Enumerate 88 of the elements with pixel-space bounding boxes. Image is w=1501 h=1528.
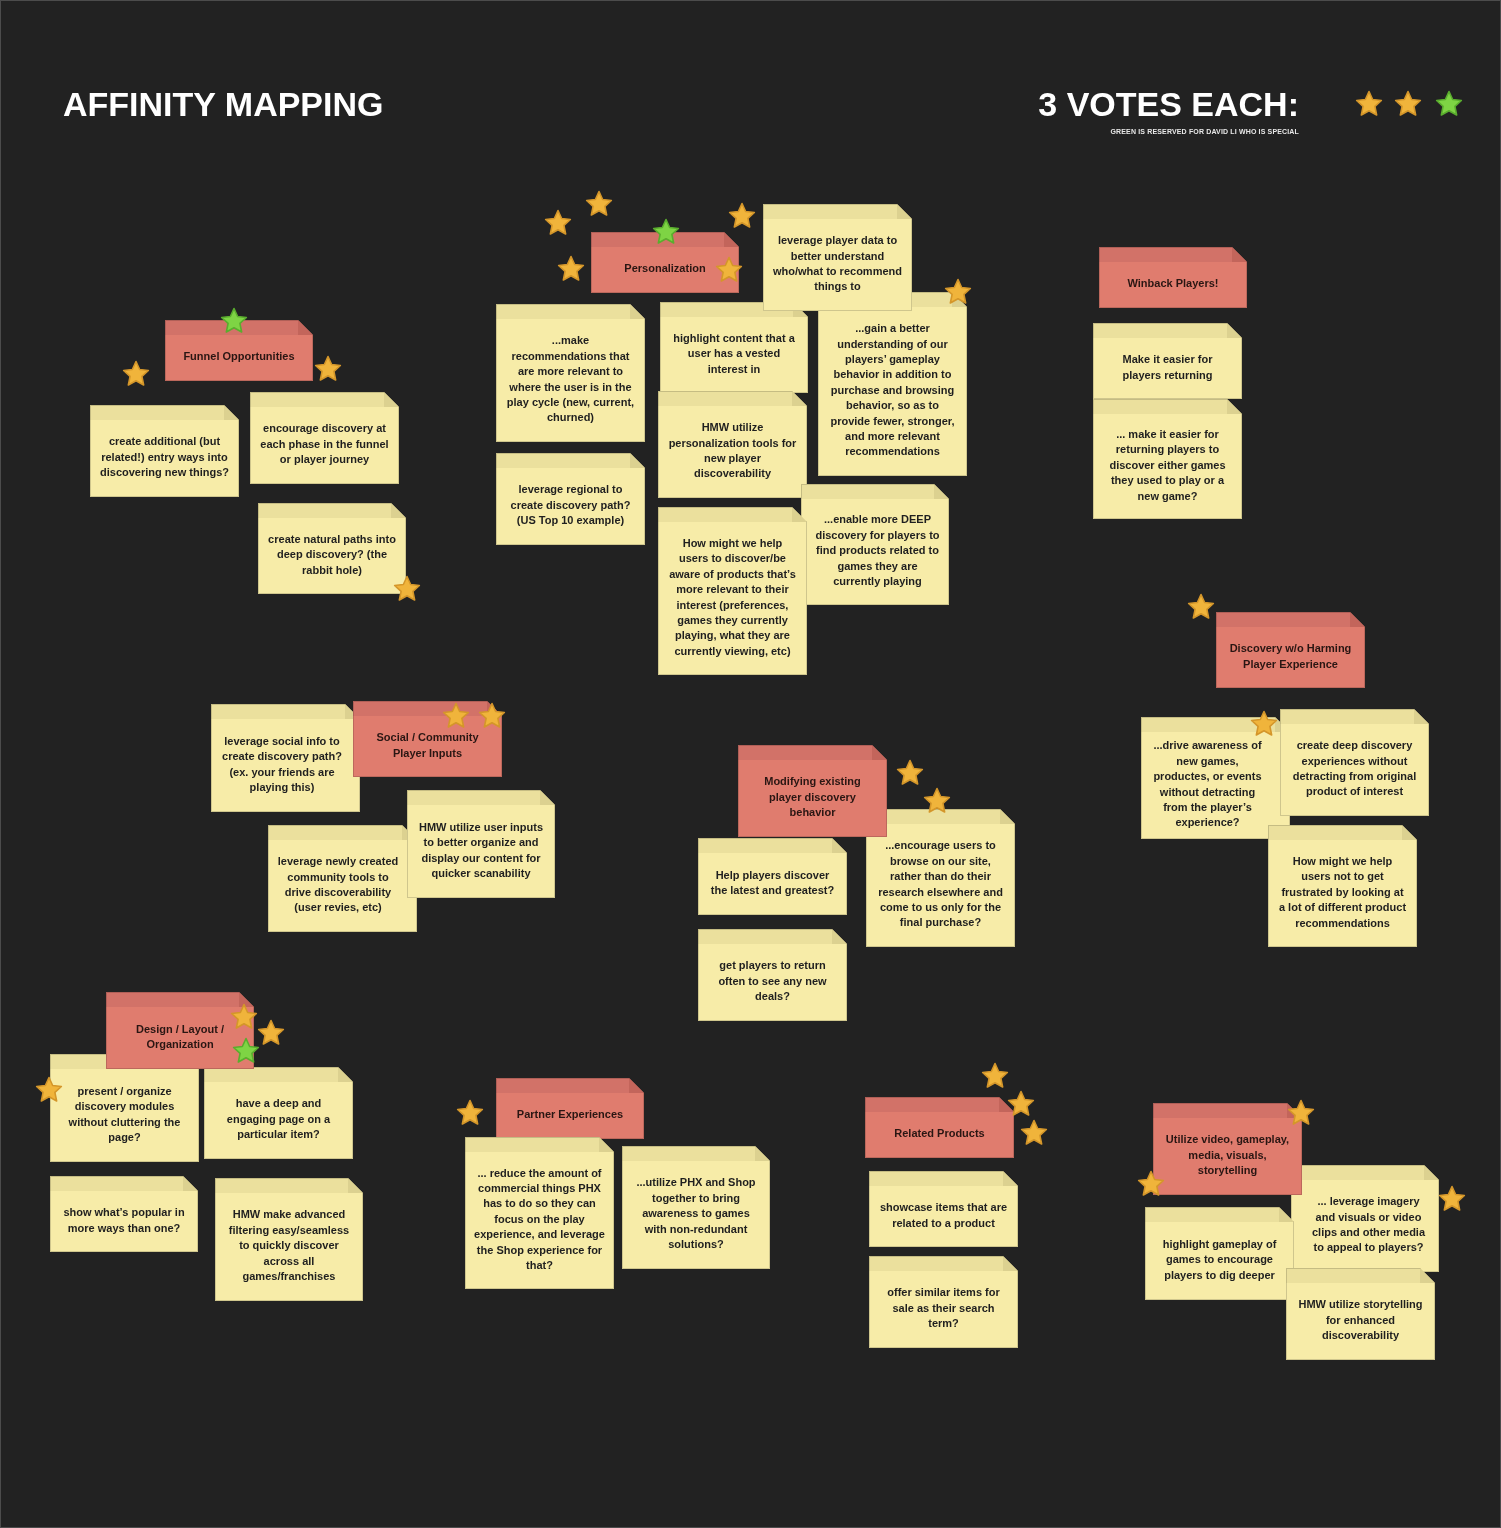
sticky-note	[698, 929, 847, 1021]
category-note	[1099, 247, 1247, 308]
note-text: get players to return often to see any new deals?	[717, 958, 828, 1005]
category-note	[353, 701, 502, 777]
note-text: create additional (but related!) entry ways into discovering new things?	[99, 434, 230, 481]
sticky-note	[258, 503, 406, 594]
note-text: Funnel Opportunities	[183, 349, 295, 365]
sticky-note	[1141, 717, 1290, 839]
note-text: HMW make advanced filtering easy/seamless to quickly discover across all games/franchises	[227, 1207, 351, 1285]
note-text: ... leverage imagery and visuals or video clips and other media to appeal to players?	[1310, 1194, 1427, 1256]
note-text: HMW utilize personalization tools for new player discoverability	[667, 420, 798, 482]
note-text: Design / Layout / Organization	[135, 1021, 225, 1052]
category-note	[865, 1097, 1014, 1158]
note-text: ...make recommendations that are more relevant to where the user is in the play cycle (new, current, churned)	[505, 333, 636, 426]
note-text: leverage newly created community tools to drive discoverability (user revies, etc)	[277, 854, 399, 916]
note-text: Social / Community Player Inputs	[375, 730, 480, 761]
sticky-note	[1280, 709, 1429, 816]
note-text: Winback Players!	[1127, 276, 1219, 292]
note-text: Utilize video, gameplay, media, visuals, storytelling	[1164, 1132, 1291, 1179]
sticky-note	[869, 1171, 1018, 1247]
sticky-note	[698, 838, 847, 915]
sticky-note	[818, 292, 967, 476]
note-text: offer similar items for sale as their search term?	[886, 1285, 1001, 1332]
note-text: Discovery w/o Harming Player Experience	[1228, 641, 1353, 672]
category-note	[738, 745, 887, 837]
category-note	[106, 992, 254, 1069]
note-text: present / organize discovery modules without cluttering the page?	[67, 1083, 182, 1145]
note-text: create natural paths into deep discovery? (the rabbit hole)	[267, 531, 397, 578]
sticky-note	[250, 392, 399, 484]
note-text: create deep discovery experiences without detracting from original product of interest	[1291, 738, 1418, 800]
sticky-note	[90, 405, 239, 497]
sticky-note	[658, 391, 807, 498]
sticky-note	[658, 507, 807, 675]
note-text: How might we help users to discover/be aware of products that’s more relevant to their interest (preferences, games they currently playing, what they are currently viewing, etc)	[668, 535, 797, 659]
note-text: ...drive awareness of new games, productes, or events without detracting from the player’s experience?	[1152, 738, 1263, 831]
sticky-note	[660, 302, 808, 393]
note-text: Make it easier for players returning	[1121, 352, 1214, 383]
note-text: ...gain a better understanding of our players’ gameplay behavior in addition to purchase and browsing behavior, so as to provide fewer, stronger, and more relevant recommendations	[829, 321, 956, 460]
note-text: highlight gameplay of games to encourage players to dig deeper	[1161, 1236, 1278, 1283]
note-text: leverage social info to create discovery path? (ex. your friends are playing this)	[221, 733, 343, 795]
sticky-note	[1093, 323, 1242, 399]
note-text: ...enable more DEEP discovery for players to find products related to games they are currently playing	[815, 512, 940, 590]
page-title: AFFINITY MAPPING	[63, 85, 384, 123]
votes-heading: 3 VOTES EACH:	[1038, 85, 1299, 123]
note-text: showcase items that are related to a product	[878, 1200, 1009, 1231]
note-text: Personalization	[624, 261, 706, 277]
sticky-note	[1145, 1207, 1294, 1300]
sticky-note	[465, 1137, 614, 1289]
sticky-note	[1291, 1165, 1439, 1272]
category-note	[1216, 612, 1365, 688]
sticky-note	[268, 825, 417, 932]
note-text: HMW utilize storytelling for enhanced discoverability	[1297, 1297, 1424, 1344]
sticky-note	[204, 1067, 353, 1159]
sticky-note	[50, 1054, 199, 1162]
sticky-note	[1268, 825, 1417, 947]
note-text: HMW utilize user inputs to better organize and display our content for quicker scanability	[417, 819, 545, 881]
category-note	[165, 320, 313, 381]
sticky-note	[801, 484, 949, 605]
sticky-note	[50, 1176, 198, 1252]
category-note	[1153, 1103, 1302, 1195]
note-text: ...utilize PHX and Shop together to bring awareness to games with non-redundant solutions?	[635, 1175, 757, 1253]
note-text: Related Products	[894, 1126, 985, 1142]
note-text: encourage discovery at each phase in the funnel or player journey	[259, 421, 390, 468]
note-text: ... make it easier for returning players to discover either games they used to play or a new game?	[1108, 427, 1227, 504]
sticky-note	[1286, 1268, 1435, 1360]
note-text: show what’s popular in more ways than one?	[62, 1205, 186, 1236]
note-text: highlight content that a user has a vested interest in	[672, 330, 796, 377]
sticky-note	[622, 1146, 770, 1269]
sticky-note	[496, 453, 645, 545]
category-note	[591, 232, 739, 293]
sticky-note	[215, 1178, 363, 1301]
sticky-note	[407, 790, 555, 898]
sticky-note	[211, 704, 360, 812]
note-text: have a deep and engaging page on a particular item?	[225, 1096, 332, 1143]
note-text: leverage player data to better understand who/what to recommend things to	[772, 233, 903, 295]
note-text: Modifying existing player discovery behavior	[763, 774, 862, 821]
note-text: ...encourage users to browse on our site, rather than do their research elsewhere and come to us only for the final purchase?	[877, 838, 1004, 931]
category-note	[496, 1078, 644, 1139]
note-text: Help players discover the latest and greatest?	[709, 867, 836, 898]
note-text: leverage regional to create discovery path? (US Top 10 example)	[509, 482, 632, 529]
sticky-note	[1093, 399, 1242, 519]
sticky-note	[869, 1256, 1018, 1348]
note-text: ... reduce the amount of commercial things PHX has to do so they can focus on the play experience, and leverage the Shop experience for that?	[474, 1165, 605, 1273]
sticky-note	[866, 809, 1015, 947]
sticky-note	[763, 204, 912, 311]
sticky-note	[496, 304, 645, 442]
note-text: Partner Experiences	[516, 1107, 624, 1123]
note-text: How might we help users not to get frustrated by looking at a lot of different product recommendations	[1277, 854, 1408, 931]
